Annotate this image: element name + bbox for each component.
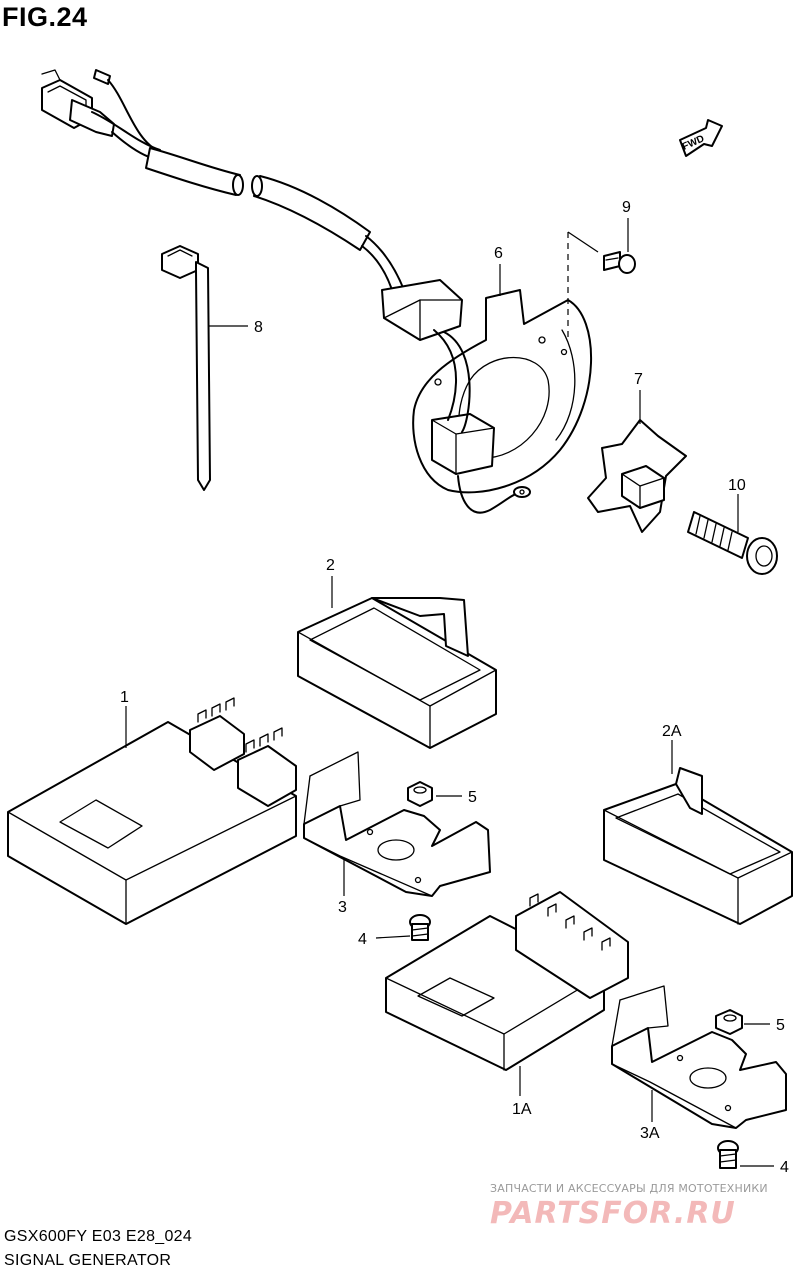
- callout-2a: 2A: [662, 723, 682, 740]
- bolt-4-upper: [409, 914, 431, 941]
- forward-direction-arrow: FWD: [679, 119, 723, 157]
- watermark-logo: PARTSFOR.RU: [490, 1196, 736, 1231]
- callout-8: 8: [254, 319, 263, 336]
- bracket-3: [303, 751, 491, 897]
- callout-7: 7: [634, 371, 643, 388]
- bracket-3a: [611, 985, 787, 1129]
- cover-2a: [603, 767, 793, 925]
- cable-tie: [161, 245, 211, 491]
- harness-connector-group: [41, 69, 463, 341]
- signal-rotor: [587, 419, 687, 533]
- bolt-4-lower: [717, 1140, 739, 1169]
- igniter-unit-1a: [385, 891, 629, 1071]
- callout-3a: 3A: [640, 1125, 660, 1142]
- callout-1: 1: [120, 689, 129, 706]
- bolt-10: [687, 511, 778, 575]
- callout-6: 6: [494, 245, 503, 262]
- callout-4-lower: 4: [780, 1159, 789, 1176]
- callout-5-lower: 5: [776, 1017, 785, 1034]
- cover-2: [297, 597, 497, 749]
- callout-9: 9: [622, 199, 631, 216]
- callout-10: 10: [728, 477, 746, 494]
- callout-4-upper: 4: [358, 931, 367, 948]
- watermark-tagline: ЗАПЧАСТИ И АКСЕССУАРЫ ДЛЯ МОТОТЕХНИКИ: [490, 1182, 768, 1195]
- figure-title: FIG.24: [2, 2, 88, 32]
- callout-2: 2: [326, 557, 335, 574]
- signal-generator-pickup: [412, 289, 592, 514]
- callout-5-upper: 5: [468, 789, 477, 806]
- igniter-unit-1: [7, 697, 297, 925]
- callout-3: 3: [338, 899, 347, 916]
- model-code: GSX600FY E03 E28_024: [4, 1228, 193, 1245]
- screw-9: [567, 231, 636, 340]
- nut-5-upper: [407, 781, 433, 807]
- callout-1a: 1A: [512, 1101, 532, 1118]
- section-name: SIGNAL GENERATOR: [4, 1252, 172, 1269]
- nut-5-lower: [715, 1009, 743, 1035]
- leader-lines: [125, 218, 774, 1167]
